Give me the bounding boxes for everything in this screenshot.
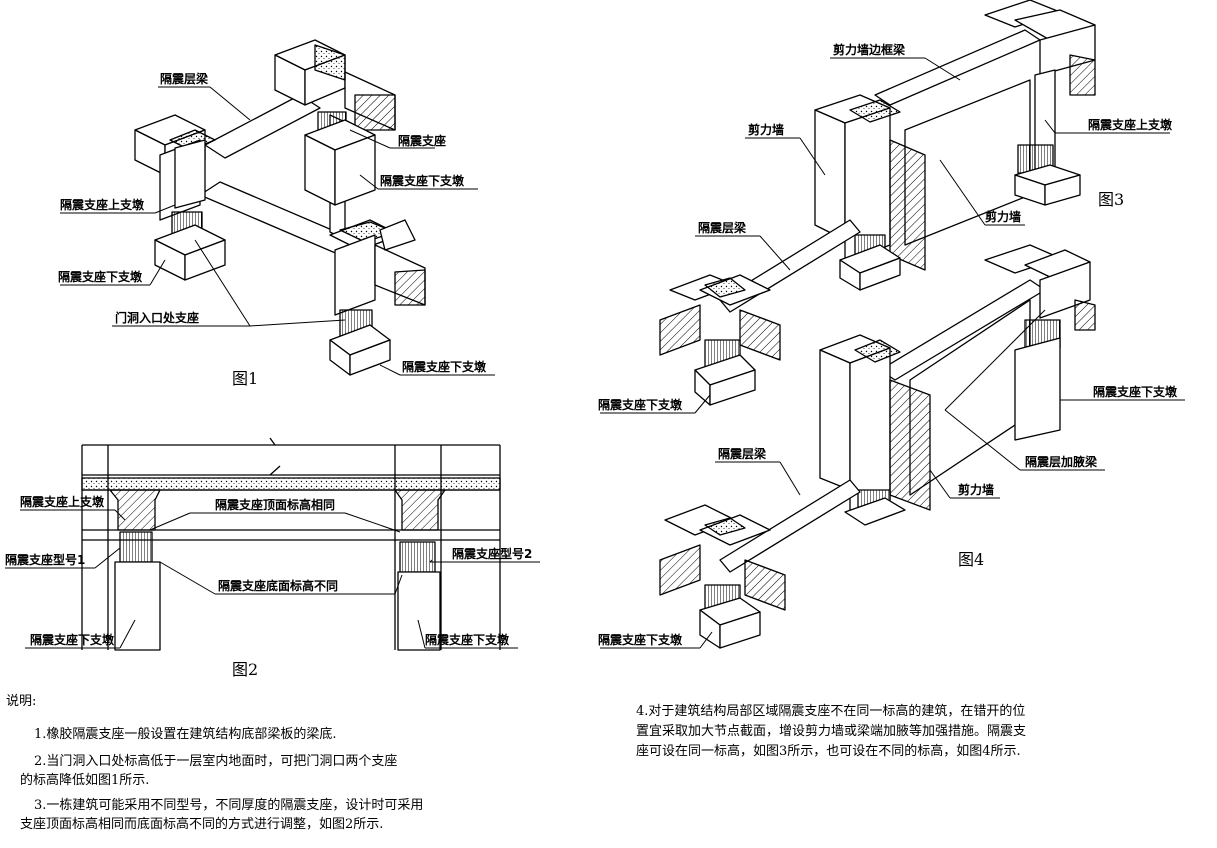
note-4a: 4.对于建筑结构局部区域隔震支座不在同一标高的建筑，在错开的位 bbox=[636, 704, 1026, 719]
figure-2 bbox=[81, 437, 501, 651]
label-fig1-upper-pier: 隔震支座上支墩 bbox=[60, 197, 145, 212]
notes-title: 说明: bbox=[6, 694, 37, 709]
label-fig2-upper-pier: 隔震支座上支墩 bbox=[20, 494, 105, 509]
label-fig3-lower-pier: 隔震支座下支墩 bbox=[598, 397, 683, 412]
label-fig2-diff-bottom: 隔震支座底面标高不同 bbox=[218, 578, 338, 593]
note-2b: 的标高降低如图1所示. bbox=[20, 773, 150, 788]
label-fig3-isolation-beam: 隔震层梁 bbox=[698, 220, 746, 235]
label-fig1-isolation-beam: 隔震层梁 bbox=[160, 71, 208, 86]
figure-4 bbox=[659, 244, 1096, 649]
fig2-bearing-type2 bbox=[399, 541, 436, 573]
fig2-lower-pier-right bbox=[397, 571, 441, 651]
label-fig2-type1: 隔震支座型号1 bbox=[5, 552, 85, 567]
note-3b: 支座顶面标高相同而底面标高不同的方式进行调整，如图2所示. bbox=[20, 817, 384, 832]
label-fig1-lower-pier-left: 隔震支座下支墩 bbox=[58, 269, 143, 284]
fig2-bearing-type1 bbox=[119, 531, 153, 563]
label-fig3-shear-wall-right: 剪力墙 bbox=[985, 209, 1021, 224]
label-fig2-lower-pier-right: 隔震支座下支墩 bbox=[425, 632, 510, 647]
label-fig1-lower-pier-front: 隔震支座下支墩 bbox=[402, 359, 487, 374]
label-fig1-bearing: 隔震支座 bbox=[398, 133, 446, 148]
figure-4-caption: 图4 bbox=[958, 550, 984, 569]
fig2-upper-pier-right bbox=[394, 489, 446, 531]
label-fig4-lower-pier-right: 隔震支座下支墩 bbox=[1093, 384, 1178, 399]
figure-1-caption: 图1 bbox=[232, 369, 258, 388]
note-4c: 座可设在同一标高，如图3所示，也可设在不同的标高，如图4所示. bbox=[636, 744, 1021, 759]
figure-2-caption: 图2 bbox=[232, 660, 258, 679]
label-fig2-type2: 隔震支座型号2 bbox=[452, 546, 532, 561]
fig2-slab bbox=[81, 477, 501, 491]
note-4b: 置宜采取加大节点截面，增设剪力墙或梁端加腋等加强措施。隔震支 bbox=[636, 724, 1027, 739]
note-1: 1.橡胶隔震支座一般设置在建筑结构底部梁板的梁底. bbox=[34, 727, 337, 742]
note-2a: 2.当门洞入口处标高低于一层室内地面时，可把门洞口两个支座 bbox=[34, 754, 398, 769]
figure-3-caption: 图3 bbox=[1098, 190, 1124, 209]
fig1-beam-back bbox=[204, 94, 321, 159]
fig2-lower-pier-left bbox=[114, 561, 161, 651]
label-fig3-shear-wall-left: 剪力墙 bbox=[748, 122, 784, 137]
label-fig1-door-bearing: 门洞入口处支座 bbox=[115, 310, 199, 325]
label-fig4-isolation-beam: 隔震层梁 bbox=[718, 446, 766, 461]
label-fig2-lower-pier-left: 隔震支座下支墩 bbox=[30, 632, 115, 647]
note-3a: 3.一栋建筑可能采用不同型号，不同厚度的隔震支座，设计时可采用 bbox=[34, 798, 424, 813]
fig2-upper-pier-left bbox=[109, 489, 161, 531]
label-fig4-shear-wall: 剪力墙 bbox=[958, 482, 994, 497]
label-fig4-haunch-beam: 隔震层加腋梁 bbox=[1025, 454, 1097, 469]
label-fig2-same-top: 隔震支座顶面标高相同 bbox=[215, 497, 335, 512]
figure-1 bbox=[134, 39, 426, 376]
label-fig3-edge-beam: 剪力墙边框梁 bbox=[833, 42, 905, 57]
label-fig1-lower-pier-back: 隔震支座下支墩 bbox=[380, 173, 465, 188]
figure-3 bbox=[659, 0, 1096, 406]
label-fig3-upper-pier: 隔震支座上支墩 bbox=[1088, 117, 1173, 132]
label-fig4-lower-pier: 隔震支座下支墩 bbox=[598, 632, 683, 647]
